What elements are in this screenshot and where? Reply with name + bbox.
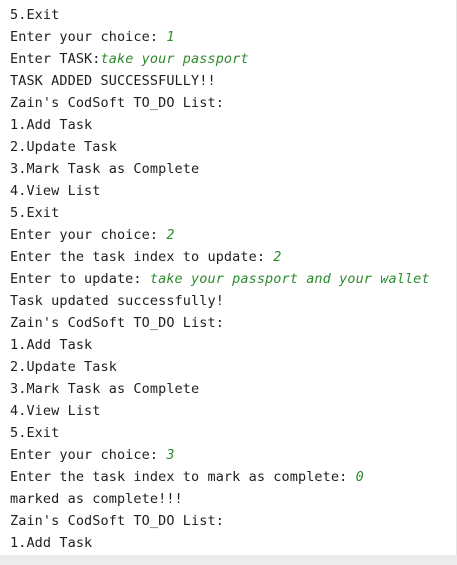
console-line: 4.View List (10, 400, 457, 422)
console-output-text: 3.Mark Task as Complete (10, 381, 200, 397)
console-output-text: 2.Update Task (10, 359, 117, 375)
console-line: Enter your choice: 1 (10, 26, 457, 48)
console-output-text: Zain's CodSoft TO_DO List: (10, 95, 224, 111)
console-user-input: take your passport (100, 51, 249, 67)
console-line: TASK ADDED SUCCESSFULLY!! (10, 70, 457, 92)
console-line: 2.Update Task (10, 136, 457, 158)
console-output-text: 1.Add Task (10, 337, 93, 353)
console-line: 1.Add Task (10, 334, 457, 356)
console-output-text: Zain's CodSoft TO_DO List: (10, 513, 224, 529)
console-line: Zain's CodSoft TO_DO List: (10, 92, 457, 114)
console-output-text: 5.Exit (10, 205, 60, 221)
console-line: Enter your choice: 2 (10, 224, 457, 246)
console-output-text: TASK ADDED SUCCESSFULLY!! (10, 73, 216, 89)
console-output-text: 1.Add Task (10, 117, 93, 133)
console-user-input: 3 (166, 447, 175, 463)
console-output-text: 3.Mark Task as Complete (10, 161, 200, 177)
console-output-text: 2.Update Task (10, 139, 117, 155)
console-output-text: Enter your choice: (10, 447, 167, 463)
console-output-text: 4.View List (10, 183, 101, 199)
console-output-text: Task updated successfully! (10, 293, 224, 309)
console-line: marked as complete!!! (10, 488, 457, 510)
console-output-text: Enter the task index to update: (10, 249, 274, 265)
console-line: Enter TASK:take your passport (10, 48, 457, 70)
console-line: 4.View List (10, 180, 457, 202)
console-user-input: 2 (166, 227, 175, 243)
console-line: 3.Mark Task as Complete (10, 378, 457, 400)
console-line: Enter to update: take your passport and … (10, 268, 457, 290)
console-output-text: Enter your choice: (10, 29, 167, 45)
console-output-text: Enter your choice: (10, 227, 167, 243)
horizontal-scrollbar[interactable] (0, 555, 457, 565)
console-output-text: Zain's CodSoft TO_DO List: (10, 315, 224, 331)
console-line: 1.Add Task (10, 114, 457, 136)
console-output-text: 5.Exit (10, 7, 60, 23)
console-output-text: 5.Exit (10, 425, 60, 441)
console-user-input: 0 (355, 469, 364, 485)
console-user-input: take your passport and your wallet (149, 271, 430, 287)
console-output-text: Enter to update: (10, 271, 150, 287)
console-line: 5.Exit (10, 422, 457, 444)
console-line: 5.Exit (10, 4, 457, 26)
console-line: Zain's CodSoft TO_DO List: (10, 510, 457, 532)
console-line: Enter the task index to update: 2 (10, 246, 457, 268)
console-output-text: Enter TASK: (10, 51, 101, 67)
console-output-text: Enter the task index to mark as complete… (10, 469, 356, 485)
console-output-text: 1.Add Task (10, 535, 93, 551)
console-line: 1.Add Task (10, 532, 457, 554)
console-line: Task updated successfully! (10, 290, 457, 312)
console-output-text: 4.View List (10, 403, 101, 419)
console-line: Enter the task index to mark as complete… (10, 466, 457, 488)
console-line: 3.Mark Task as Complete (10, 158, 457, 180)
console-line: 2.Update Task (10, 356, 457, 378)
console-line: Zain's CodSoft TO_DO List: (10, 312, 457, 334)
console-user-input: 2 (273, 249, 282, 265)
console-line: Enter your choice: 3 (10, 444, 457, 466)
console-user-input: 1 (166, 29, 175, 45)
console-line: 5.Exit (10, 202, 457, 224)
console-output-text: marked as complete!!! (10, 491, 183, 507)
